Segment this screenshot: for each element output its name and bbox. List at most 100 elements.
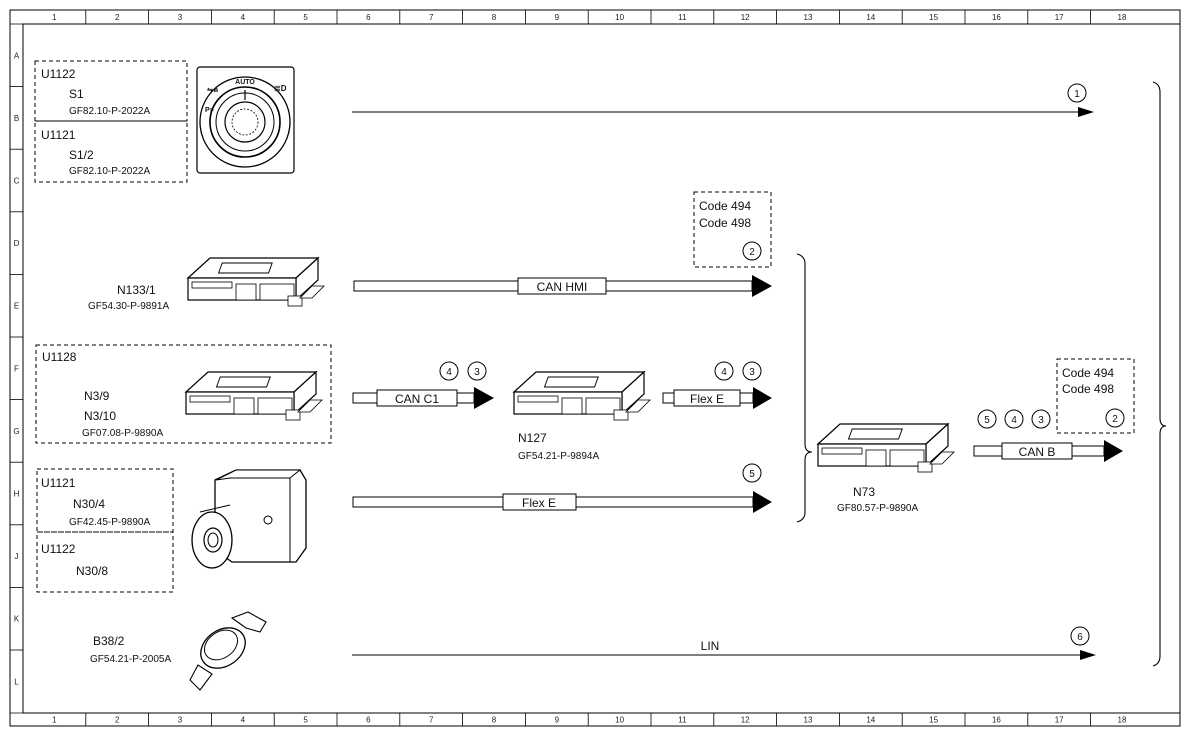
- n30-4-name: N30/4: [73, 497, 105, 511]
- n73-ecu-icon: [817, 423, 955, 473]
- ruler-col-label: 15: [929, 716, 938, 725]
- can-b-marker-b-circle: [1004, 409, 1024, 429]
- marker-6: 6: [1077, 632, 1083, 643]
- fog-light-icon: P≢: [205, 107, 217, 114]
- ruler-col-label: 1: [52, 13, 57, 22]
- can-b-arrow: [1104, 440, 1123, 462]
- ruler-col-label: 5: [303, 716, 308, 725]
- flex-e-marker-5-circle: [742, 463, 762, 483]
- s1-name-top: S1: [69, 87, 84, 101]
- ruler-col-label: 5: [303, 13, 308, 22]
- n3-code: U1128: [42, 350, 77, 364]
- headlight-icon: ≣D: [274, 83, 287, 93]
- can-c1-marker-b-circle: [467, 361, 487, 381]
- n133-name: N133/1: [117, 283, 156, 297]
- ruler-col-label: 4: [241, 716, 246, 725]
- ruler-col-label: 12: [741, 716, 750, 725]
- ruler-row-label: K: [14, 615, 20, 624]
- n3-10-name: N3/10: [84, 409, 116, 423]
- ruler-col-label: 17: [1055, 13, 1064, 22]
- u1121-s1-2-box: [34, 120, 188, 183]
- can-b-marker-c-circle: [1031, 409, 1051, 429]
- ruler-col-label: 11: [678, 13, 687, 22]
- ruler-row-label: F: [14, 364, 19, 373]
- ruler-row-label: E: [14, 302, 19, 311]
- b38-ref: GF54.21-P-2005A: [90, 654, 171, 665]
- flex-e-label-box-2: [502, 493, 577, 511]
- can-hmi-arrow: [752, 275, 772, 297]
- ruler-row-label: B: [14, 114, 19, 123]
- ruler-col-label: 9: [555, 716, 560, 725]
- ruler-row-label: G: [13, 427, 19, 436]
- ruler-col-label: 10: [615, 716, 624, 725]
- ruler-col-label: 8: [492, 716, 497, 725]
- can-b-marker-a-circle: [977, 409, 997, 429]
- s1-code-bottom: U1121: [41, 128, 76, 142]
- ruler-col-label: 8: [492, 13, 497, 22]
- can-c1-marker-a-circle: [439, 361, 459, 381]
- s1-code-top: U1122: [41, 67, 76, 81]
- u1121-n30-box: [36, 468, 174, 533]
- n127-name: N127: [518, 431, 547, 445]
- ruler-col-label: 18: [1118, 13, 1127, 22]
- can-hmi-label-box: [517, 277, 607, 295]
- code-box-1-marker-circle: [742, 241, 762, 261]
- flex-e-label-2: Flex E: [522, 496, 556, 510]
- can-b-marker-c: 3: [1038, 415, 1044, 426]
- light-switch-icon: AUTO ⇋⋔ ≣D P≢: [196, 66, 295, 174]
- s1-name-bottom: S1/2: [69, 148, 94, 162]
- ruler-col-label: 13: [804, 716, 813, 725]
- n73-ref: GF80.57-P-9890A: [837, 503, 918, 514]
- can-c1-arrow: [474, 387, 494, 409]
- ruler-col-label: 18: [1118, 716, 1127, 725]
- ruler-col-label: 10: [615, 13, 624, 22]
- ruler-col-label: 14: [866, 716, 875, 725]
- ruler-col-label: 11: [678, 716, 687, 725]
- ruler-col-label: 3: [178, 716, 183, 725]
- n127-ref: GF54.21-P-9894A: [518, 451, 599, 462]
- code-box-2: [1056, 358, 1135, 434]
- ruler-col-label: 13: [804, 13, 813, 22]
- can-b-label: CAN B: [1019, 445, 1056, 459]
- ruler-col-label: 2: [115, 716, 120, 725]
- marker-6-circle: [1070, 626, 1090, 646]
- n127-ecu-icon: [513, 371, 651, 421]
- flex-e-marker-b-circle: [742, 361, 762, 381]
- flex-e-arrow-2: [753, 491, 772, 513]
- ruler-col-label: 6: [366, 13, 371, 22]
- ruler-col-label: 7: [429, 13, 434, 22]
- flex-e-marker-a-circle: [714, 361, 734, 381]
- s1-ref-top: GF82.10-P-2022A: [69, 106, 150, 117]
- ruler-col-label: 14: [866, 13, 875, 22]
- code-box-2-marker: 2: [1112, 414, 1118, 425]
- code-box-2-line2: Code 498: [1062, 382, 1114, 396]
- ruler-row-label: J: [15, 552, 19, 561]
- u1128-box: [35, 344, 332, 444]
- u1122-s1-box: [34, 60, 188, 122]
- ruler-col-label: 1: [52, 716, 57, 725]
- n133-1-ecu-icon: [187, 257, 325, 307]
- ruler-row-label: H: [14, 490, 20, 499]
- ruler-col-label: 3: [178, 13, 183, 22]
- code-box-2-line1: Code 494: [1062, 366, 1114, 380]
- flex-e-marker-5: 5: [749, 469, 755, 480]
- can-c1-marker-a: 4: [446, 367, 452, 378]
- n30-code-top: U1121: [41, 476, 76, 490]
- can-c1-label-box: [376, 389, 458, 407]
- ruler-col-label: 7: [429, 716, 434, 725]
- ruler-col-label: 17: [1055, 716, 1064, 725]
- lin-arrow: [1080, 650, 1096, 660]
- ruler-row-label: D: [14, 239, 20, 248]
- ruler-col-label: 15: [929, 13, 938, 22]
- parking-light-icon: ⇋⋔: [207, 86, 219, 94]
- flex-e-marker-a: 4: [721, 367, 727, 378]
- n30-8-name: N30/8: [76, 564, 108, 578]
- flex-e-label-1: Flex E: [690, 392, 724, 406]
- code-box-1-marker: 2: [749, 247, 755, 258]
- flex-e-marker-b: 3: [749, 367, 755, 378]
- n30-code-bottom: U1122: [41, 542, 76, 556]
- flex-e-label-box-1: [673, 389, 741, 407]
- marker-1: 1: [1074, 89, 1080, 100]
